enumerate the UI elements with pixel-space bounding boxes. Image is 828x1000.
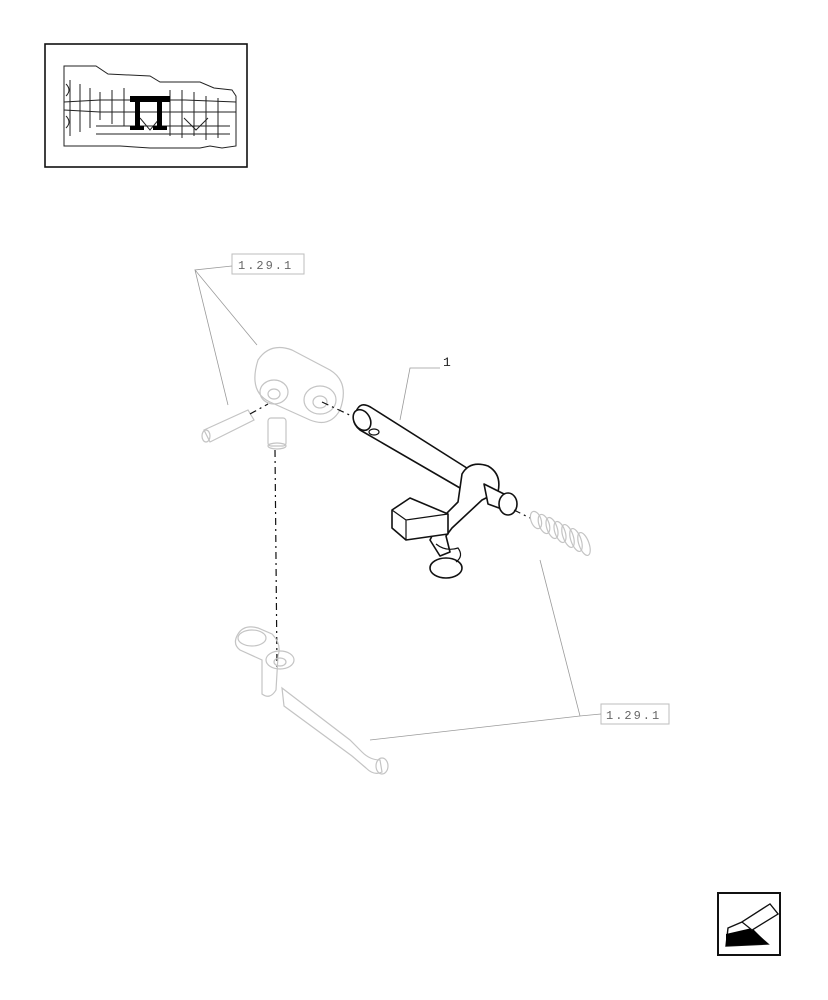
leader-bottom-ref	[369, 559, 602, 741]
axis-spring	[513, 509, 531, 519]
callout-part-1[interactable]: 1	[443, 355, 451, 370]
reference-label-bottom[interactable]: 1.29.1	[600, 703, 670, 725]
ghost-bushing	[267, 417, 287, 450]
axis-pin-left	[249, 403, 269, 415]
axis-vertical	[274, 449, 278, 669]
reference-label-top-text: 1.29.1	[238, 259, 293, 273]
part-1-shift-shaft[interactable]	[350, 404, 518, 579]
transmission-section-thumbnail-icon	[44, 43, 248, 168]
axis-shaft	[321, 401, 357, 419]
ghost-hub	[254, 347, 344, 423]
reference-label-top[interactable]: 1.29.1	[231, 253, 305, 275]
leader-part-1	[399, 367, 440, 421]
leader-top-ref	[194, 265, 258, 406]
back-arrow-icon[interactable]	[717, 892, 781, 956]
reference-label-bottom-text: 1.29.1	[606, 709, 661, 723]
ghost-lower-lever	[234, 626, 389, 775]
ghost-spring	[529, 510, 591, 557]
ghost-pin-left	[201, 409, 255, 443]
